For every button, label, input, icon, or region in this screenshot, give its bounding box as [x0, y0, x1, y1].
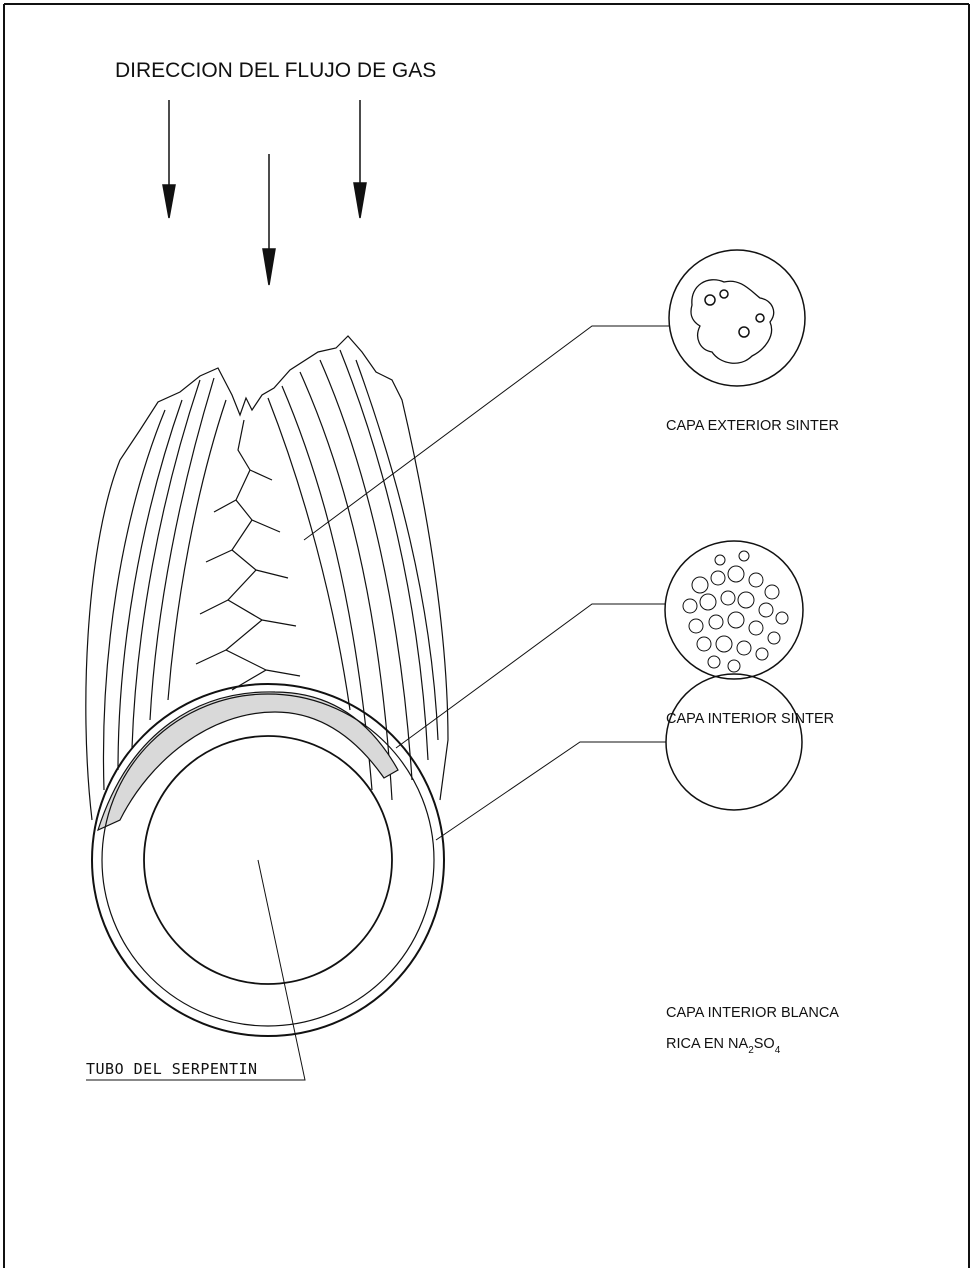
deposit-body	[86, 336, 448, 820]
white-layer-label-prefix: RICA EN NA	[666, 1036, 749, 1052]
white-layer-detail-circle	[666, 674, 802, 810]
down-arrow-icon	[163, 100, 175, 218]
leader-lines	[86, 326, 670, 1080]
inner-sinter-label: CAPA INTERIOR SINTER	[666, 711, 834, 727]
tube-label: TUBO DEL SERPENTIN	[86, 1060, 258, 1078]
white-layer-label-line1: CAPA INTERIOR BLANCA	[666, 1005, 839, 1021]
white-layer-label-sub2: 4	[775, 1045, 781, 1056]
inner-sinter-detail-circle	[665, 541, 803, 679]
inner-sinter-band	[98, 692, 398, 830]
white-layer-label-mid: SO	[754, 1036, 775, 1052]
outer-sinter-detail-circle	[669, 250, 805, 386]
page-frame	[4, 4, 969, 1268]
tube-rings	[92, 684, 444, 1036]
outer-sinter-label: CAPA EXTERIOR SINTER	[666, 418, 839, 434]
white-layer-label-line2: RICA EN NA2SO4	[666, 1036, 781, 1056]
down-arrow-icon	[263, 154, 275, 285]
down-arrow-icon	[354, 100, 366, 218]
flow-direction-title: DIRECCION DEL FLUJO DE GAS	[115, 59, 436, 82]
